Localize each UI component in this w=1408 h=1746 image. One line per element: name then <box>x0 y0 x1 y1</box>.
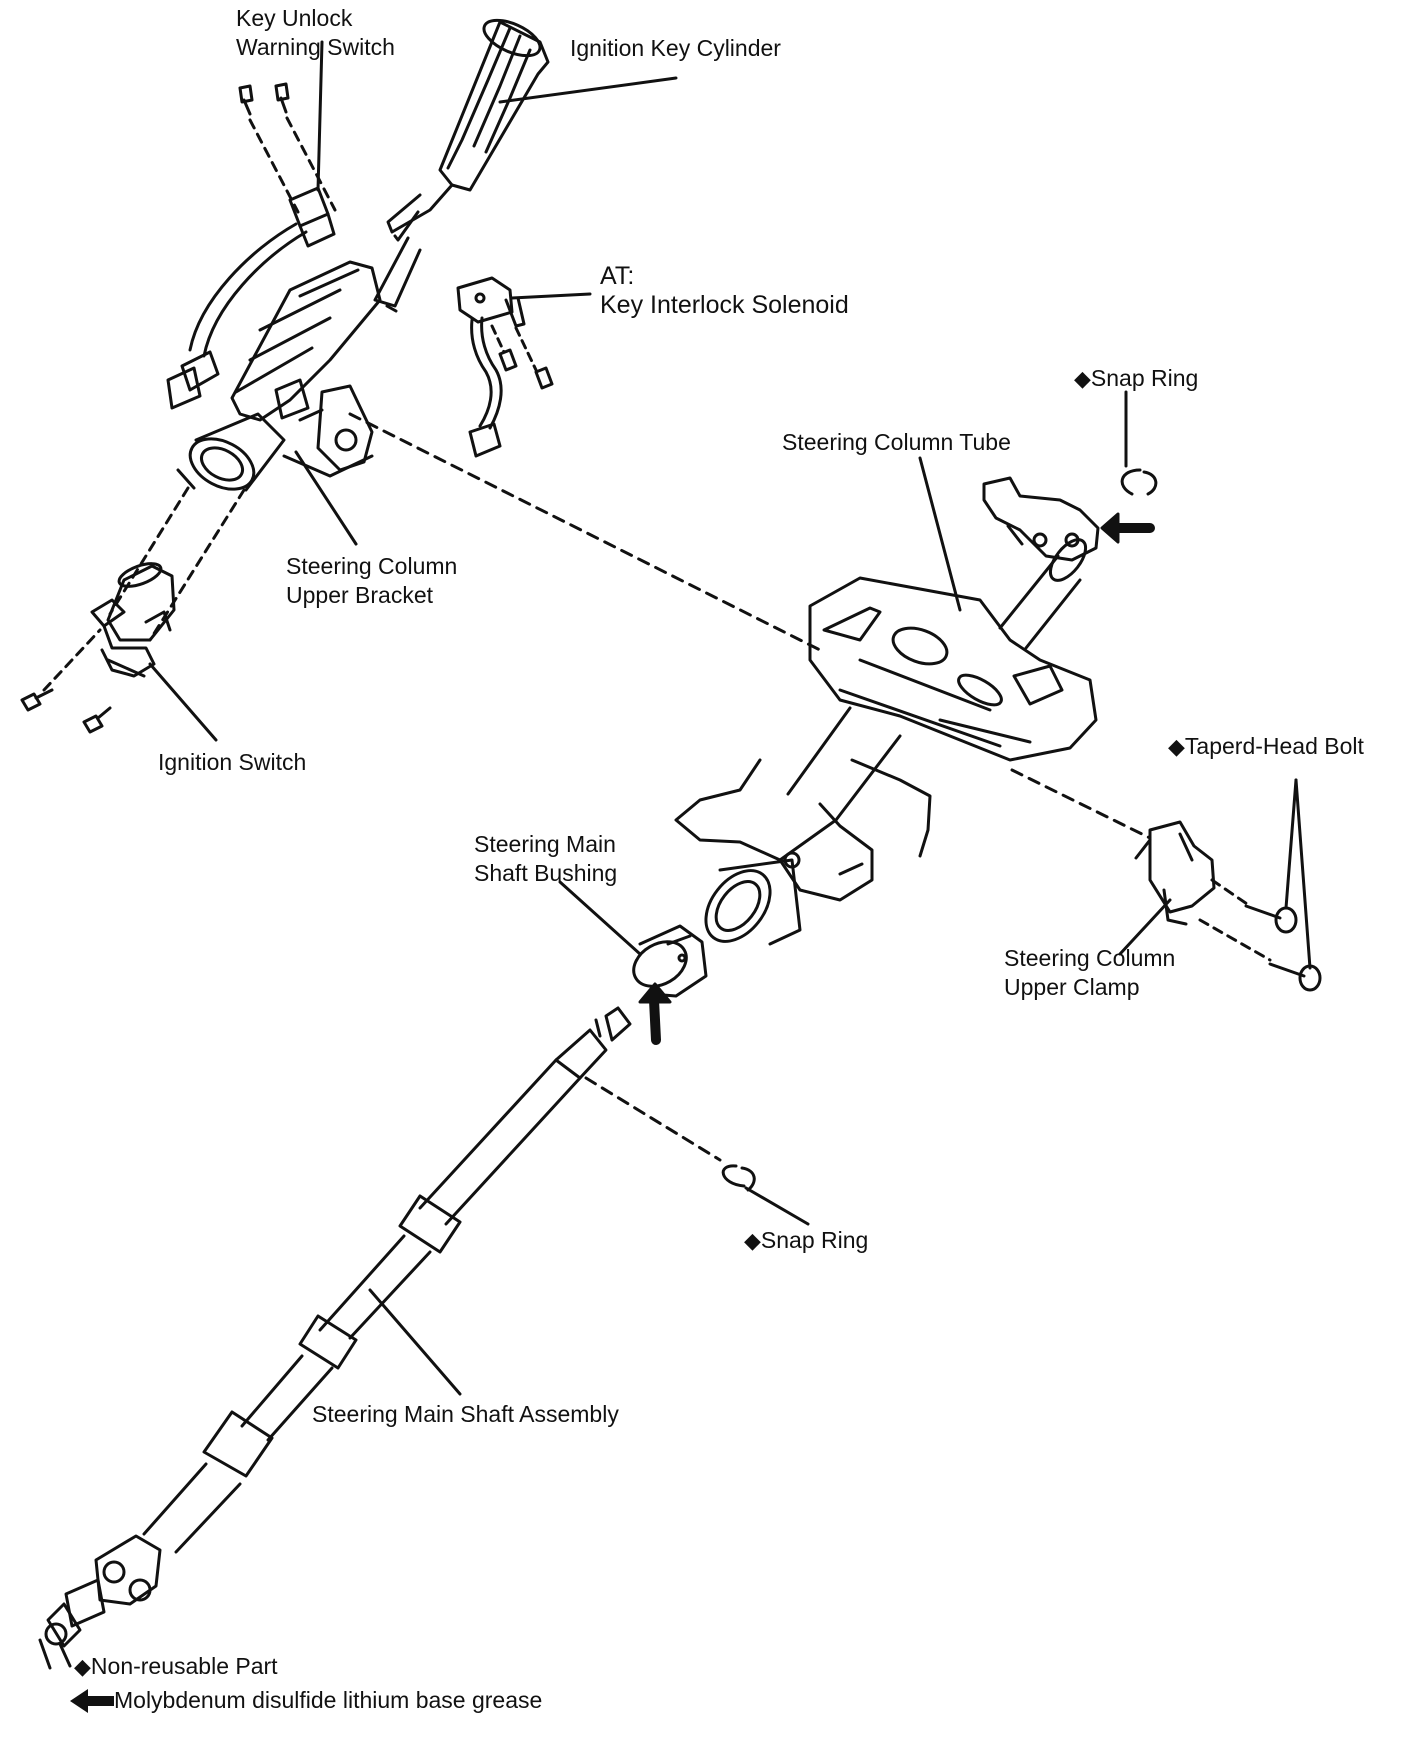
steering-column-upper-bracket-part <box>166 82 382 492</box>
grease-arrow-icon <box>70 1689 114 1713</box>
steering-column-tube-part <box>674 476 1100 946</box>
label-line: Warning Switch <box>236 34 395 60</box>
label-line: AT: <box>600 262 635 290</box>
steering-column-tube-label: Steering Column Tube <box>782 429 1011 455</box>
non-reusable-marker-icon: ◆ <box>1168 734 1185 759</box>
label-line: Steering Column <box>286 553 458 579</box>
steering-column-upper-clamp-label: Steering Column Upper Clamp <box>1004 944 1175 1002</box>
ignition-switch-part <box>20 562 176 734</box>
legend-text: Molybdenum disulfide lithium base grease <box>114 1687 543 1713</box>
steering-main-shaft-assembly-label: Steering Main Shaft Assembly <box>312 1401 619 1427</box>
legend-non-reusable: ◆Non-reusable Part <box>74 1652 278 1681</box>
label-line: Key Unlock <box>236 5 353 31</box>
taperd-head-bolt-label: ◆Taperd-Head Bolt <box>1168 732 1364 761</box>
label-line: Upper Clamp <box>1004 974 1140 1000</box>
snap-ring-bottom-label: ◆Snap Ring <box>744 1226 868 1255</box>
label-text: Snap Ring <box>760 1227 869 1253</box>
label-line: Key Interlock Solenoid <box>600 291 849 319</box>
steering-column-upper-bracket-label: Steering Column Upper Bracket <box>286 552 457 610</box>
key-interlock-solenoid-label: AT: Key Interlock Solenoid <box>600 262 849 320</box>
label-line: Shaft Bushing <box>474 860 618 886</box>
key-interlock-solenoid-part <box>456 276 554 458</box>
label-line: Steering Column <box>1004 945 1176 971</box>
label-text: Snap Ring <box>1090 365 1199 391</box>
legend-grease: Molybdenum disulfide lithium base grease <box>70 1686 542 1714</box>
steering-column-upper-clamp-part <box>1134 820 1322 992</box>
key-unlock-warning-switch-label: Key Unlock Warning Switch <box>236 4 395 62</box>
steering-main-shaft-assembly-part <box>38 1006 632 1670</box>
non-reusable-marker-icon: ◆ <box>744 1228 761 1253</box>
snap-ring-top-label: ◆Snap Ring <box>1074 364 1198 393</box>
label-text: Taperd-Head Bolt <box>1184 733 1364 759</box>
ignition-key-cylinder-label: Ignition Key Cylinder <box>570 35 781 61</box>
label-line: Upper Bracket <box>286 582 434 608</box>
steering-main-shaft-bushing-part <box>632 924 708 1045</box>
ignition-switch-label: Ignition Switch <box>158 749 307 775</box>
non-reusable-marker-icon: ◆ <box>1074 366 1091 391</box>
ignition-key-cylinder-part <box>386 18 550 242</box>
non-reusable-marker-icon: ◆ <box>74 1654 91 1679</box>
steering-main-shaft-bushing-label: Steering Main Shaft Bushing <box>474 830 617 888</box>
legend-text: Non-reusable Part <box>90 1653 278 1679</box>
label-line: Steering Main <box>474 831 616 857</box>
